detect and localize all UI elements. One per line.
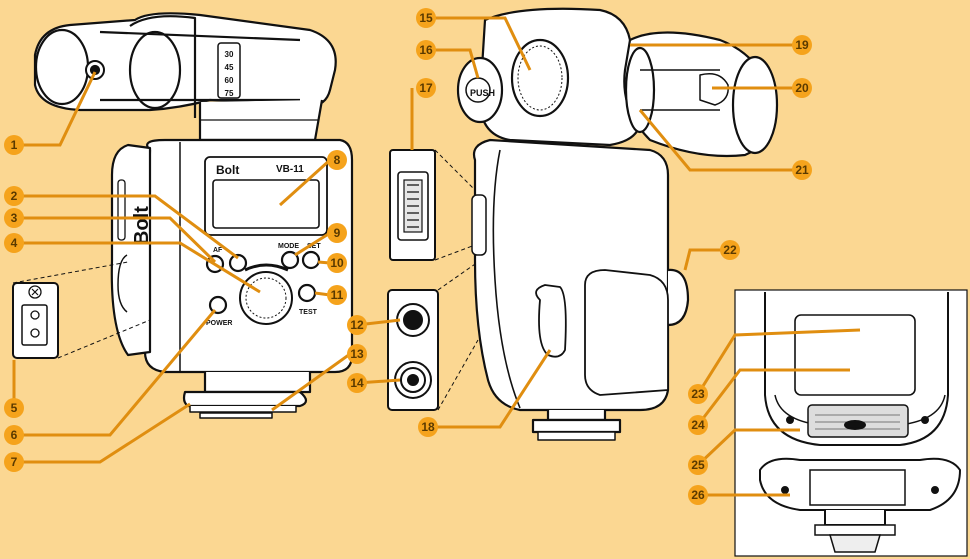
svg-text:5: 5 bbox=[11, 401, 18, 415]
power-label: POWER bbox=[206, 320, 232, 327]
svg-text:6: 6 bbox=[11, 428, 18, 442]
callout-15: 15 bbox=[416, 8, 436, 28]
svg-text:11: 11 bbox=[331, 288, 344, 302]
sync-terminal bbox=[12, 282, 59, 359]
power-button bbox=[208, 295, 228, 315]
svg-text:20: 20 bbox=[795, 81, 809, 95]
model-label: VB-11 bbox=[276, 164, 304, 175]
svg-text:7: 7 bbox=[11, 455, 18, 469]
svg-text:12: 12 bbox=[350, 318, 364, 332]
svg-text:25: 25 bbox=[691, 458, 705, 472]
flash-rotated-view bbox=[456, 7, 779, 441]
mode-label: MODE bbox=[278, 243, 299, 250]
callout-3: 3 bbox=[4, 208, 24, 228]
af-label: AF bbox=[213, 247, 223, 254]
callout-16: 16 bbox=[416, 40, 436, 60]
callout-11: 11 bbox=[327, 285, 347, 305]
usb-port-detail bbox=[389, 149, 436, 261]
callout-23: 23 bbox=[688, 384, 708, 404]
callout-18: 18 bbox=[418, 417, 438, 437]
svg-text:17: 17 bbox=[419, 81, 433, 95]
flash-front-view bbox=[33, 12, 354, 419]
callout-26: 26 bbox=[688, 485, 708, 505]
svg-text:26: 26 bbox=[691, 488, 705, 502]
callout-10: 10 bbox=[327, 253, 347, 273]
svg-text:3: 3 bbox=[11, 211, 18, 225]
svg-text:23: 23 bbox=[691, 387, 705, 401]
callout-14: 14 bbox=[347, 373, 367, 393]
zoom-mark-30: 30 bbox=[225, 50, 234, 59]
svg-text:16: 16 bbox=[419, 43, 433, 57]
test-button bbox=[297, 283, 317, 303]
set-label: SET bbox=[307, 243, 321, 250]
svg-text:21: 21 bbox=[795, 163, 809, 177]
svg-text:4: 4 bbox=[11, 236, 18, 250]
zoom-mark-45: 45 bbox=[225, 63, 234, 72]
callout-8: 8 bbox=[327, 150, 347, 170]
callout-4: 4 bbox=[4, 233, 24, 253]
test-label: TEST bbox=[299, 309, 318, 316]
svg-text:15: 15 bbox=[419, 11, 433, 25]
svg-text:19: 19 bbox=[795, 38, 809, 52]
callout-1: 1 bbox=[4, 135, 24, 155]
zoom-mark-60: 60 bbox=[225, 76, 234, 85]
callout-17: 17 bbox=[416, 78, 436, 98]
callout-24: 24 bbox=[688, 415, 708, 435]
zoom-window bbox=[217, 42, 241, 99]
svg-text:1: 1 bbox=[11, 138, 18, 152]
svg-text:2: 2 bbox=[11, 189, 18, 203]
svg-text:24: 24 bbox=[691, 418, 705, 432]
callouts: 1 2 3 4 5 6 7 8 9 10 11 12 13 14 15 16 1… bbox=[4, 8, 812, 505]
svg-text:13: 13 bbox=[350, 347, 364, 361]
callout-20: 20 bbox=[792, 78, 812, 98]
jacks-detail bbox=[387, 289, 439, 411]
callout-13: 13 bbox=[347, 344, 367, 364]
svg-text:8: 8 bbox=[334, 153, 341, 167]
lcd-screen bbox=[212, 179, 320, 229]
mode-button bbox=[280, 250, 300, 270]
push-label: PUSH bbox=[470, 88, 495, 98]
side-brand-logo: Bolt bbox=[131, 206, 153, 245]
zoom-mark-75: 75 bbox=[225, 89, 234, 98]
callout-19: 19 bbox=[792, 35, 812, 55]
brand-logo: Bolt bbox=[216, 163, 239, 177]
svg-text:22: 22 bbox=[723, 243, 737, 257]
callout-21: 21 bbox=[792, 160, 812, 180]
svg-text:18: 18 bbox=[421, 420, 435, 434]
svg-text:10: 10 bbox=[330, 256, 344, 270]
callout-6: 6 bbox=[4, 425, 24, 445]
callout-7: 7 bbox=[4, 452, 24, 472]
callout-9: 9 bbox=[327, 223, 347, 243]
svg-text:14: 14 bbox=[350, 376, 364, 390]
callout-5: 5 bbox=[4, 398, 24, 418]
set-button bbox=[301, 250, 321, 270]
callout-2: 2 bbox=[4, 186, 24, 206]
shoe-detail bbox=[759, 292, 962, 553]
callout-25: 25 bbox=[688, 455, 708, 475]
callout-22: 22 bbox=[720, 240, 740, 260]
callout-12: 12 bbox=[347, 315, 367, 335]
svg-text:9: 9 bbox=[334, 226, 341, 240]
pilot-button bbox=[228, 253, 248, 273]
